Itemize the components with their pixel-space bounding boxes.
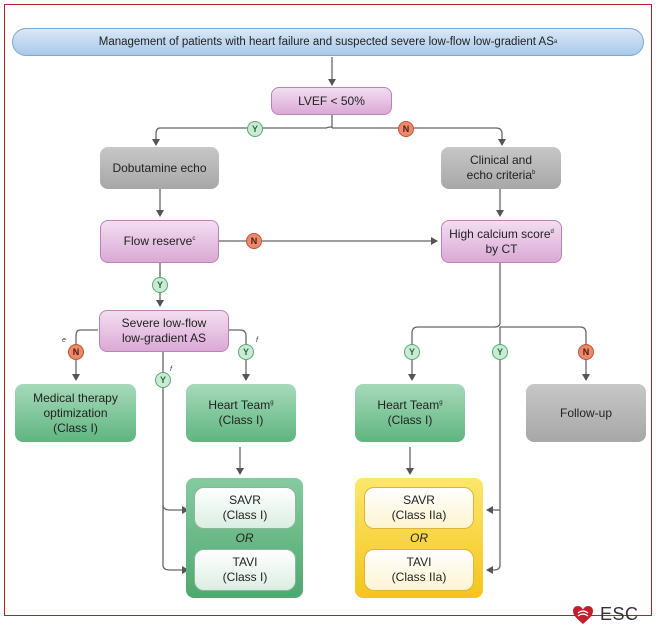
heart-icon [573,605,593,624]
heart-team-left-node: Heart Teamg(Class I) [186,384,296,442]
dobutamine-echo-node: Dobutamine echo [100,147,219,189]
flow-reserve-node: Flow reservec [100,220,219,263]
heart-team-right-node: Heart Teamg(Class I) [355,384,465,442]
badge-calcium-yes-mid: Y [492,344,508,360]
badge-flow-reserve-no: N [246,233,262,249]
badge-flow-reserve-yes: Y [152,277,168,293]
badge-severe-yes-right: Y [238,344,254,360]
savr-right-node: SAVR(Class IIa) [364,487,474,529]
badge-lvef-no: N [398,121,414,137]
badge-severe-yes-down: Y [155,372,171,388]
footnote-e: e [62,337,66,344]
badge-calcium-yes-left: Y [404,344,420,360]
savr-left-node: SAVR(Class I) [194,487,296,529]
lvef-node: LVEF < 50% [271,87,392,115]
diagram-frame [4,4,652,616]
esc-logo: ESC [572,604,639,625]
esc-logo-text: ESC [600,604,639,624]
tavi-left-node: TAVI(Class I) [194,549,296,591]
or-left-label: OR [235,531,254,545]
follow-up-node: Follow-up [526,384,646,442]
tavi-right-node: TAVI(Class IIa) [364,549,474,591]
badge-lvef-yes: Y [247,121,263,137]
or-right-label: OR [410,531,428,545]
footnote-f-right: f [256,337,258,344]
title-text: Management of patients with heart failur… [98,35,554,48]
badge-calcium-no: N [578,344,594,360]
footnote-f-down: f [170,366,172,373]
badge-severe-no: N [68,344,84,360]
title-bar: Management of patients with heart failur… [12,28,644,56]
